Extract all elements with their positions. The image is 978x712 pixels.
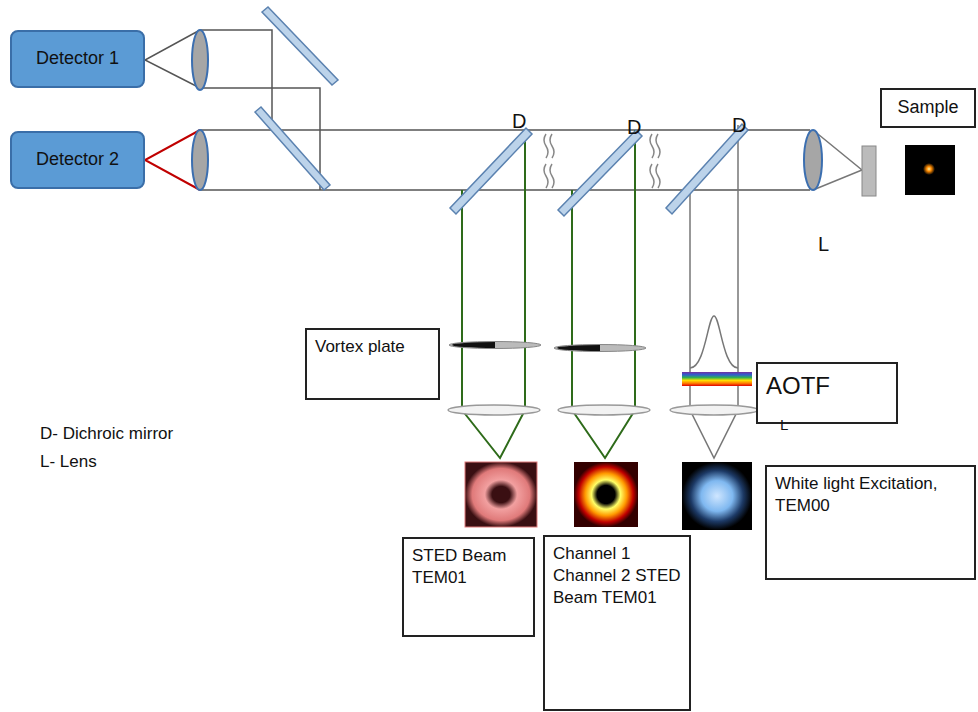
legend-note: L- Lens [40,452,97,472]
lens-letter: L [818,233,829,256]
label-box: Vortex plate [305,328,440,400]
donut-image [574,462,638,527]
mirror-letter: D [512,110,526,133]
lens-letter: L [780,416,788,433]
objective-lens [804,130,822,190]
lens [192,30,208,190]
break-mark [544,134,660,188]
node-text: AOTF [766,370,888,401]
fold-mirror [255,7,338,190]
vortex-plate [449,342,646,352]
gaussian-image [682,462,752,530]
sample-image [905,145,955,195]
label-box: Sample [880,88,976,128]
lens [448,405,758,415]
node-text: Channel 1 Channel 2 STED Beam TEM01 [553,543,681,609]
node-text: Detector 1 [16,47,139,70]
beam-path [200,30,810,190]
sample-spot [923,163,935,175]
label-box: Channel 1 Channel 2 STED Beam TEM01 [543,535,691,711]
node-text: Detector 2 [16,148,139,171]
aotf-crystal [682,372,752,386]
dichroic-mirror [450,124,748,216]
node-text: White light Excitation, TEM00 [775,473,966,517]
label-box: STED Beam TEM01 [402,537,535,637]
node-text: Vortex plate [315,336,430,358]
node-text: Sample [886,96,970,119]
donut-image [465,462,537,527]
label-box: AOTF [756,362,898,424]
legend-note: D- Dichroic mirror [40,424,173,444]
detector-box: Detector 2 [10,131,145,189]
sample-slide [862,146,876,196]
detector-box: Detector 1 [10,30,145,88]
mirror-letter: D [732,114,746,137]
mirror-letter: D [627,116,641,139]
node-text: STED Beam TEM01 [412,545,525,589]
label-box: White light Excitation, TEM00 [765,465,976,580]
